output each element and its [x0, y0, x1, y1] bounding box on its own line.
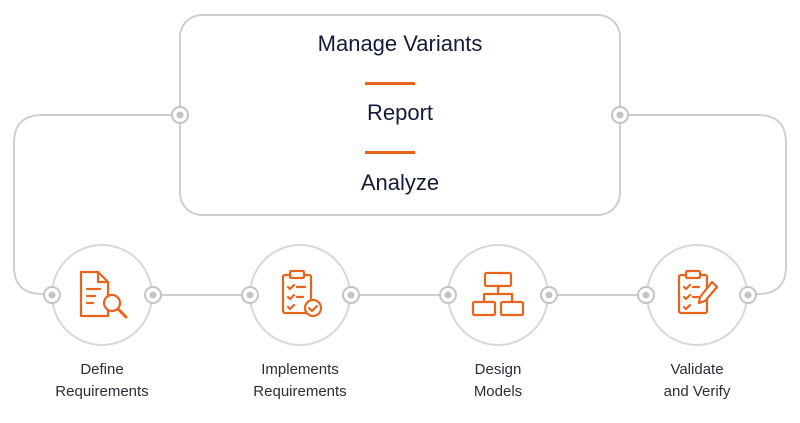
step-label-line: Design [474, 361, 522, 378]
accent-divider [365, 82, 415, 85]
step-label-implements: Implements Requirements [220, 359, 380, 403]
step-label-line: Models [473, 383, 523, 400]
box-line-report: Report [366, 100, 434, 125]
step-label-design: Design Models [418, 359, 578, 403]
clipboard-pen-icon [677, 269, 719, 315]
document-search-icon [79, 270, 128, 319]
left-loop-line [13, 114, 180, 295]
clipboard-check-icon [281, 269, 323, 318]
step-circle-2 [249, 244, 351, 346]
step-label-line: Requirements [55, 383, 149, 400]
step-circle-4 [646, 244, 748, 346]
step-label-line: Validate [670, 361, 724, 378]
step-label-validate: Validate and Verify [617, 359, 777, 403]
step-label-line: Requirements [253, 383, 347, 400]
accent-divider [365, 151, 415, 154]
hierarchy-diagram-icon [471, 271, 525, 317]
step-label-line: and Verify [663, 383, 731, 400]
box-line-analyze: Analyze [360, 170, 440, 195]
step-label-define: Define Requirements [22, 359, 182, 403]
step-circle-1 [51, 244, 153, 346]
step-label-line: Define [80, 361, 124, 378]
step-label-line: Implements [261, 361, 339, 378]
right-loop-line [620, 114, 787, 295]
box-line-manage-variants: Manage Variants [317, 31, 483, 56]
connector-nodes [43, 106, 757, 304]
